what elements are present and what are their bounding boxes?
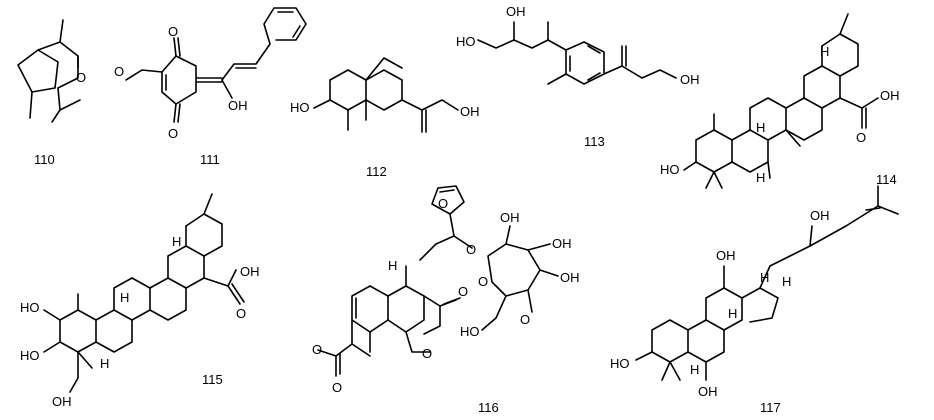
atom-h: H: [388, 258, 397, 273]
atom-h-2: H: [728, 306, 737, 321]
atom-o-carbonyl-bottom: O: [168, 126, 178, 141]
structure-111: O O OH O 111: [114, 7, 307, 167]
atom-oh: OH: [506, 4, 526, 19]
structure-116: O H O O O O OH OH OH HO O O O 116: [312, 185, 580, 415]
atom-o-glycosidic: O: [466, 242, 476, 257]
atom-h: H: [820, 44, 829, 59]
compound-number: 115: [202, 372, 223, 387]
atom-o: O: [76, 70, 86, 85]
atom-ho: HO: [660, 162, 680, 177]
atom-o-furan: O: [438, 196, 448, 211]
compound-number: 113: [584, 134, 605, 149]
atom-o-lactone: O: [458, 284, 468, 299]
atom-h: H: [760, 270, 769, 285]
structure-114: HO OH O H H H 114: [660, 13, 900, 189]
atom-oh: OH: [52, 394, 72, 409]
atom-oh-2: OH: [810, 208, 830, 223]
compound-number: 112: [366, 164, 387, 179]
atom-oh: OH: [880, 88, 900, 103]
structure-115: HO HO OH OH O H H H 115: [20, 193, 260, 409]
atom-o-ester-2: O: [332, 380, 342, 395]
atom-o-ring: O: [478, 274, 488, 289]
atom-o-lactone-2: O: [422, 346, 432, 361]
atom-oh-2: OH: [680, 72, 700, 87]
atom-oh-acid: OH: [240, 264, 260, 279]
atom-h-2: H: [756, 120, 765, 135]
atom-ho: HO: [290, 100, 310, 115]
atom-h: H: [172, 234, 181, 249]
atom-h-3: H: [100, 356, 109, 371]
atom-o-ester: O: [312, 342, 322, 357]
atom-ho: HO: [460, 324, 480, 339]
atom-oh-2: OH: [552, 236, 572, 251]
atom-ho-2: HO: [20, 348, 40, 363]
atom-oh-3: OH: [698, 384, 718, 399]
compound-number: 116: [478, 400, 499, 415]
compound-number: 110: [34, 152, 55, 167]
atom-oh-3: OH: [560, 270, 580, 285]
atom-h-2: H: [120, 290, 129, 305]
atom-oh: OH: [500, 210, 520, 225]
structure-110: O 110: [17, 19, 86, 167]
atom-oh: OH: [460, 104, 480, 119]
atom-ho: HO: [20, 300, 40, 315]
atom-o: O: [236, 306, 246, 321]
compound-number: 117: [760, 400, 781, 415]
atom-o-carbonyl-top: O: [168, 24, 178, 39]
atom-o-sugar: O: [520, 312, 530, 327]
atom-ho: HO: [610, 356, 630, 371]
atom-h-3: H: [756, 170, 765, 185]
compound-number: 114: [876, 172, 897, 187]
atom-oh: OH: [228, 98, 248, 113]
atom-ho: HO: [456, 34, 476, 49]
atom-h-4: H: [782, 274, 791, 289]
structure-113: HO OH OH 113: [456, 4, 700, 149]
compound-number: 111: [200, 152, 220, 167]
atom-o-methoxy: O: [114, 64, 124, 79]
structure-112: HO OH 112: [290, 57, 480, 179]
structure-117: OH OH H H H HO OH H 117: [610, 185, 899, 415]
atom-oh: OH: [716, 248, 736, 263]
atom-h-3: H: [690, 362, 699, 377]
atom-o: O: [856, 130, 866, 145]
